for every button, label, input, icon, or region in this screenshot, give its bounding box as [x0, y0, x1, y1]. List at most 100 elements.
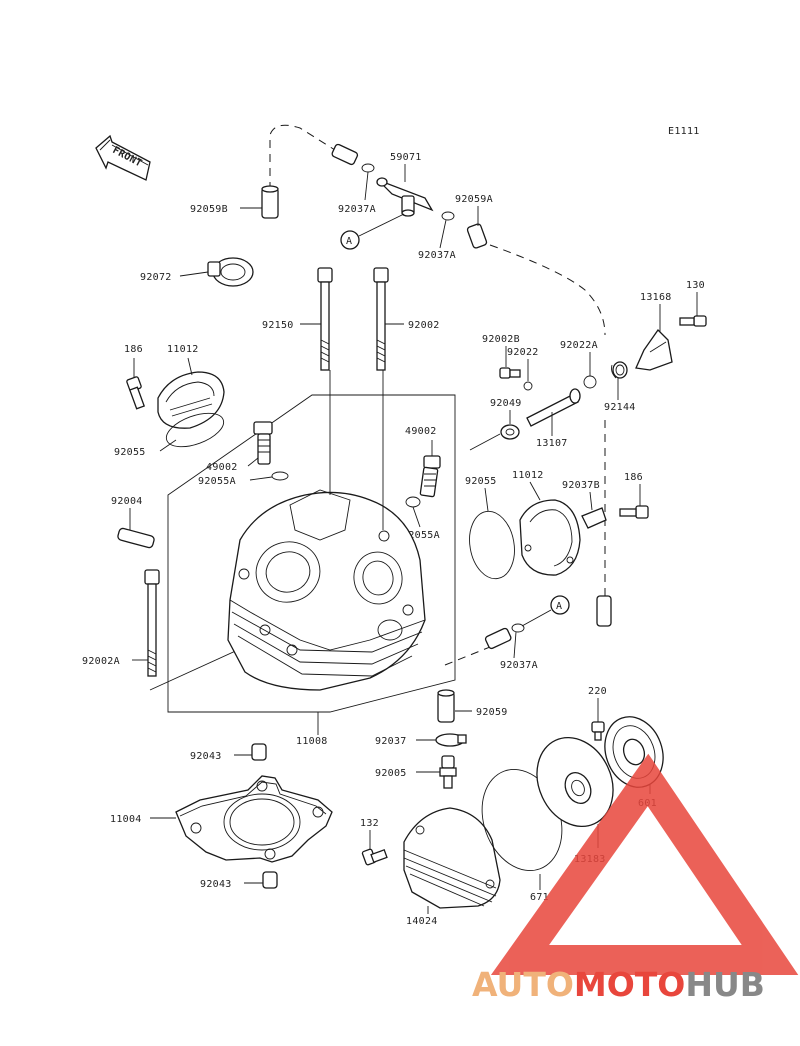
diagram-code: E1111	[668, 126, 700, 137]
oring-92055A-right	[405, 496, 421, 508]
bolt-132	[361, 848, 388, 866]
gasket-11004	[175, 775, 333, 863]
label-11012-right: 11012	[512, 470, 544, 481]
clip-92037A-mid	[441, 211, 455, 221]
label-92144: 92144	[604, 402, 636, 413]
label-92037A-top: 92037A	[338, 204, 376, 215]
hose-92059A	[466, 223, 488, 249]
label-92005: 92005	[375, 768, 407, 779]
label-132: 132	[360, 818, 379, 829]
hose-route-lower	[444, 644, 496, 666]
clip-92037A-low	[511, 623, 525, 633]
shaft-13107	[526, 388, 581, 427]
bolt-92002A	[144, 569, 160, 677]
label-186-left: 186	[124, 344, 143, 355]
plate-13183	[536, 736, 614, 828]
hose-lower-right	[596, 595, 612, 627]
label-13168: 13168	[640, 292, 672, 303]
label-92037B: 92037B	[562, 480, 600, 491]
label-92059A: 92059A	[455, 194, 493, 205]
spring-92144	[611, 361, 628, 379]
label-92043-top: 92043	[190, 751, 222, 762]
label-11004: 11004	[110, 814, 142, 825]
fitting-59071	[376, 177, 434, 217]
bolt-92150	[317, 267, 333, 371]
bolt-130	[679, 315, 707, 327]
dowel-92043-top	[251, 743, 267, 761]
oring-92055A-left	[271, 471, 289, 481]
label-49002-right: 49002	[405, 426, 437, 437]
svg-text:A: A	[556, 601, 562, 612]
label-130: 130	[686, 280, 705, 291]
label-92055-left: 92055	[114, 447, 146, 458]
cylinder-head-11008	[227, 489, 426, 691]
logo-triangle-outer	[490, 753, 799, 975]
label-92002B: 92002B	[482, 334, 520, 345]
label-671: 671	[530, 892, 549, 903]
label-92037A-mid: 92037A	[418, 250, 456, 261]
label-92055A-right: 92055A	[402, 530, 440, 541]
head-assembly-frame	[167, 394, 456, 713]
hose-route-right	[489, 244, 606, 336]
logo-triangle-inner	[590, 850, 706, 932]
label-49002-left: 49002	[206, 462, 238, 473]
cover-14024	[403, 807, 501, 909]
seal-92049	[500, 424, 520, 440]
bolt-186-right	[619, 505, 649, 519]
clamp-92072	[207, 257, 254, 287]
ref-marker-a-top: A	[340, 230, 360, 250]
label-92037: 92037	[375, 736, 407, 747]
label-92043-bottom: 92043	[200, 879, 232, 890]
label-92059: 92059	[476, 707, 508, 718]
oring-92055-right	[469, 510, 515, 580]
label-92022A: 92022A	[560, 340, 598, 351]
tube-top	[331, 143, 359, 166]
cap-11012-right	[519, 499, 581, 576]
label-92055A-left: 92055A	[198, 476, 236, 487]
label-92059B: 92059B	[190, 204, 228, 215]
bolt-92002	[373, 267, 389, 371]
label-14024: 14024	[406, 916, 438, 927]
label-92049: 92049	[490, 398, 522, 409]
cap-11012-left	[157, 371, 225, 429]
label-92004: 92004	[111, 496, 143, 507]
watermark-text: AUTOMOTOHUB	[472, 965, 765, 1004]
hose-route-top	[269, 124, 336, 190]
label-59071: 59071	[390, 152, 422, 163]
washer-92022A	[583, 375, 597, 389]
adjuster-49002-right	[419, 455, 441, 498]
lever-13168	[635, 328, 673, 371]
label-92002A: 92002A	[82, 656, 120, 667]
hose-92059B	[261, 185, 279, 219]
screw-220	[591, 721, 605, 741]
label-220: 220	[588, 686, 607, 697]
label-92055-right: 92055	[465, 476, 497, 487]
tube-lower	[484, 627, 512, 650]
adjuster-49002-left	[253, 421, 273, 465]
automotohub-logo	[490, 753, 799, 975]
dowel-92004	[117, 527, 155, 549]
ref-marker-a-lower: A	[550, 595, 570, 615]
label-92037A-low: 92037A	[500, 660, 538, 671]
fitting-92005	[439, 755, 457, 789]
label-11008: 11008	[296, 736, 328, 747]
label-92022: 92022	[507, 347, 539, 358]
label-11012-left: 11012	[167, 344, 199, 355]
front-arrow-icon: FRONT	[95, 134, 151, 181]
label-92150: 92150	[262, 320, 294, 331]
label-13107: 13107	[536, 438, 568, 449]
oring-92055-left	[165, 412, 225, 448]
dowel-92043-bottom	[262, 871, 278, 889]
clip-92037B	[581, 507, 607, 529]
svg-text:A: A	[346, 236, 352, 247]
washer-92022	[523, 381, 533, 391]
label-92072: 92072	[140, 272, 172, 283]
label-92002: 92002	[408, 320, 440, 331]
clamp-92037	[435, 733, 467, 747]
bolt-186-left	[126, 376, 146, 410]
clip-92037A-top	[361, 163, 375, 173]
bolt-92002B	[499, 367, 521, 379]
label-186-right: 186	[624, 472, 643, 483]
